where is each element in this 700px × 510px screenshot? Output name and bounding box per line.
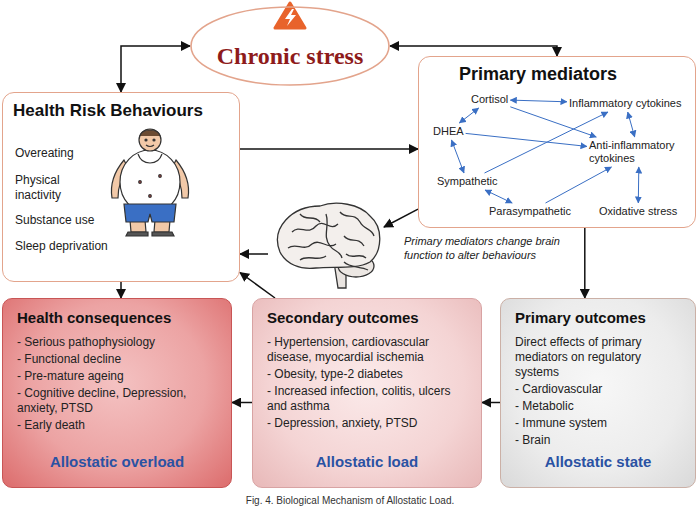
flow-arrow [121, 46, 190, 92]
list-item: - Cardiovascular [515, 382, 681, 397]
flow-arrow [240, 148, 418, 150]
list-item: - Obesity, type-2 diabetes [267, 367, 467, 382]
mediator-name: Anti-inflammatory cytokines [589, 139, 689, 165]
list-item: - Cognitive decline, Depression, anxiety… [17, 386, 217, 416]
mediator-label: Parasympathetic [489, 205, 571, 218]
mediator-name: Parasympathetic [489, 205, 571, 218]
state-footer: Allostatic overload [17, 453, 217, 487]
flow-arrow [120, 282, 122, 298]
flow-arrow [240, 273, 275, 299]
flow-arrow [384, 209, 418, 227]
mediator-arrow [466, 133, 587, 146]
list-item: Physical inactivity [15, 173, 77, 203]
outcome-box: Secondary outcomes - Hypertension, cardio… [252, 298, 482, 488]
brain-caption: Primary mediators change brain function … [404, 234, 576, 262]
oval-title: Chronic stress [190, 42, 390, 70]
state-footer: Allostatic load [267, 453, 467, 487]
mediator-name: Oxidative stress [599, 205, 677, 218]
list-item: - Immune system [515, 416, 681, 431]
list-item: Direct effects of primary mediators on r… [515, 335, 681, 380]
list-item: - Depression, anxiety, PTSD [267, 416, 467, 431]
box-heading: Health Risk Behaviours [13, 101, 235, 121]
stress-oval: Chronic stress [190, 6, 390, 86]
list-item: Sleep deprivation [15, 239, 145, 254]
mediator-arrow [510, 100, 567, 102]
mediator-label: DHEA [433, 125, 464, 138]
state-footer: Allostatic state [515, 453, 681, 487]
mediator-label: Oxidative stress [599, 205, 677, 218]
mediator-label: Cortisol [471, 93, 508, 106]
mediator-arrow [546, 167, 612, 203]
mediator-arrow [459, 108, 478, 123]
list-item: - Serious pathophysiology [17, 335, 217, 350]
flow-arrow [390, 46, 557, 56]
behaviour-box: Health Risk BehavioursOvereatingPhysical… [2, 92, 240, 282]
list-item: Substance use [15, 213, 115, 228]
flow-arrow [232, 402, 252, 404]
list-item: - Brain [515, 433, 681, 448]
mediator-label: Sympathetic [437, 175, 498, 188]
list-item: - Pre-mature ageing [17, 369, 217, 384]
box-heading: Health consequences [17, 309, 217, 327]
outcome-box: Health consequences - Serious pathophysio… [2, 298, 232, 488]
outcome-box: Primary outcomesDirect effects of primar… [500, 298, 696, 488]
flow-arrow [584, 228, 586, 298]
box-heading: Secondary outcomes [267, 309, 467, 327]
flow-arrow [240, 253, 268, 255]
mediator-name: DHEA [433, 125, 464, 138]
mediator-name: Sympathetic [437, 175, 498, 188]
mediator-box: Primary mediatorsCortisolDHEA Inflammator… [418, 56, 696, 228]
list-item: Overeating [15, 146, 105, 161]
flow-arrow [482, 402, 500, 404]
mediator-name: Inflammatory cytokines [569, 97, 681, 110]
list-item: - Metabolic [515, 399, 681, 414]
box-heading: Primary outcomes [515, 309, 681, 327]
figure-caption: Fig. 4. Biological Mechanism of Allostat… [0, 494, 700, 507]
mediator-arrow [510, 107, 596, 137]
list-item: - Increased infection, colitis, ulcers a… [267, 384, 467, 414]
brain-node: Primary mediators change brain function … [268, 200, 384, 290]
mediator-label: Anti-inflammatory cytokines [589, 139, 689, 165]
man-illustration [112, 129, 189, 236]
box-heading: Primary mediators [459, 63, 669, 85]
list-item: - Hypertension, cardiovascular disease, … [267, 335, 467, 365]
list-item: - Early death [17, 418, 217, 433]
brain-illustration [278, 203, 380, 288]
mediator-arrow [638, 167, 640, 203]
mediator-arrow [485, 190, 512, 203]
mediator-arrow [452, 140, 465, 173]
mediator-arrow [628, 112, 635, 137]
mediator-name: Cortisol [471, 93, 508, 106]
list-item: - Functional decline [17, 352, 217, 367]
mediator-label: Inflammatory cytokines [569, 97, 681, 110]
